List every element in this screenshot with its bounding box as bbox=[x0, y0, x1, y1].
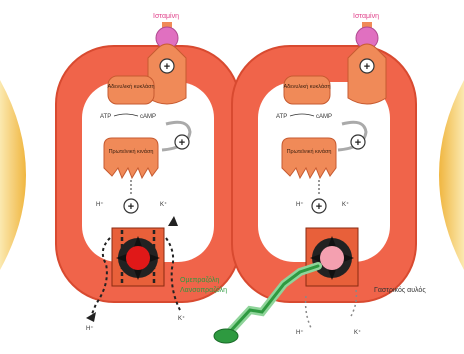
camp-label-left: cAMP bbox=[140, 114, 156, 120]
gastric-lumen-label: Γαστρικός αυλός bbox=[374, 286, 426, 294]
drug-label-lansoprazole: Λανσοπραζόλη bbox=[180, 286, 227, 294]
h-ion-top-right: H⁺ bbox=[296, 201, 304, 208]
plus-pump-left: + bbox=[128, 201, 134, 213]
lumen-crescent-left bbox=[0, 80, 26, 270]
plus-pump-right: + bbox=[316, 201, 322, 213]
camp-label-right: cAMP bbox=[316, 114, 332, 120]
pump-core-right bbox=[320, 246, 344, 270]
atp-label-left: ATP bbox=[100, 114, 111, 120]
lumen-crescent-right bbox=[439, 80, 464, 270]
kinase-label-right: Πρωτεϊνική κινάση bbox=[287, 148, 332, 155]
atp-label-right: ATP bbox=[276, 114, 287, 120]
h-ion-top-left: H⁺ bbox=[96, 201, 104, 208]
plus-camp-left: + bbox=[179, 137, 185, 149]
enzyme-label-right: Αδενυλική κυκλάση bbox=[283, 83, 330, 90]
kinase-label-left: Πρωτεϊνική κινάση bbox=[109, 148, 154, 155]
histamine-label-left: Ισταμίνη bbox=[153, 12, 179, 20]
k-ion-bottom-left: K⁺ bbox=[178, 315, 185, 322]
proton-pump-right: H⁺ K⁺ bbox=[296, 228, 361, 336]
plus-receptor-left: + bbox=[164, 61, 170, 73]
plus-camp-right: + bbox=[355, 137, 361, 149]
histamine-receptor-right: Ισταμίνη + bbox=[348, 12, 386, 104]
k-ion-top-right: K⁺ bbox=[342, 201, 349, 208]
enzyme-label-left: Αδενυλική κυκλάση bbox=[107, 83, 154, 90]
h-ion-bottom-left: H⁺ bbox=[86, 325, 94, 332]
drug-label-omeprazole: Ομεπραζόλη bbox=[180, 276, 219, 284]
h-ion-bottom-right: H⁺ bbox=[296, 329, 304, 336]
pump-core-left bbox=[126, 246, 150, 270]
protein-kinase-left: Πρωτεϊνική κινάση bbox=[104, 138, 158, 178]
protein-kinase-right: Πρωτεϊνική κινάση bbox=[282, 138, 336, 178]
plus-receptor-right: + bbox=[364, 61, 370, 73]
k-ion-bottom-right: K⁺ bbox=[354, 329, 361, 336]
k-ion-top-left: K⁺ bbox=[160, 201, 167, 208]
histamine-label-right: Ισταμίνη bbox=[353, 12, 379, 20]
